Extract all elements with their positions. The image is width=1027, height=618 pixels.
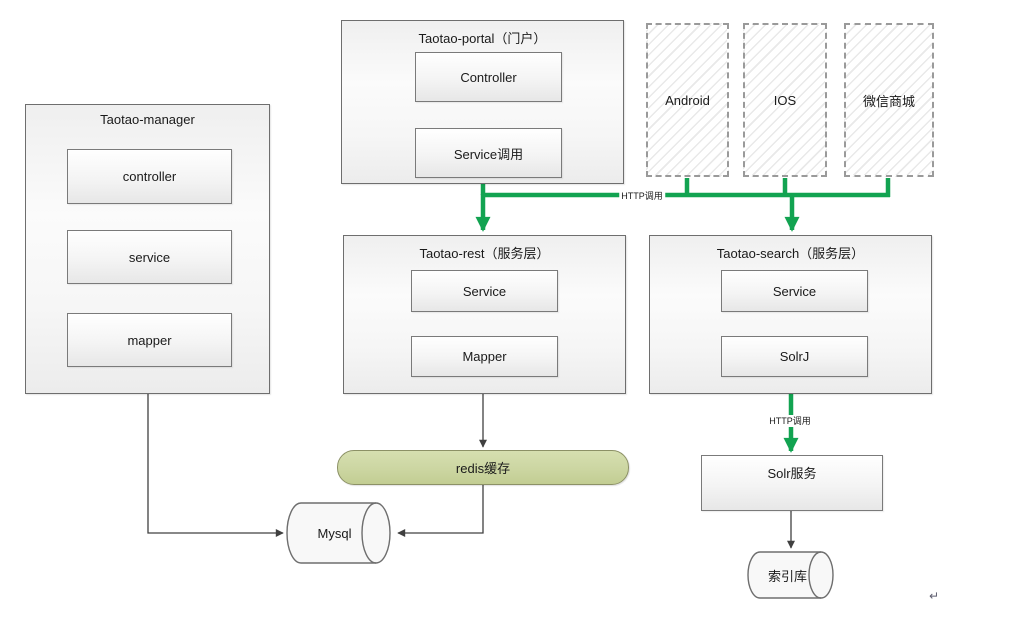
client-android-box: Android	[646, 23, 729, 177]
http-call-label-top: HTTP调用	[619, 190, 665, 202]
client-wechat-box: 微信商城	[844, 23, 934, 177]
rest-mapper-node: Mapper	[411, 336, 558, 377]
client-ios-box: IOS	[743, 23, 827, 177]
rest-title: Taotao-rest（服务层）	[419, 246, 550, 261]
redis-cache-node: redis缓存	[337, 450, 629, 485]
search-service-node: Service	[721, 270, 868, 312]
rest-container: Taotao-rest（服务层） Service Mapper	[343, 235, 626, 394]
solr-service-node: Solr服务	[701, 455, 883, 511]
line-break-mark: ↵	[929, 589, 940, 603]
portal-title: Taotao-portal（门户）	[418, 31, 547, 46]
search-title: Taotao-search（服务层）	[716, 246, 865, 261]
manager-container: Taotao-manager controller service mapper	[25, 104, 270, 394]
rest-service-node: Service	[411, 270, 558, 312]
manager-mapper-node: mapper	[67, 313, 232, 367]
portal-container: Taotao-portal（门户） Controller Service调用	[341, 20, 624, 184]
mysql-cylinder-shape	[286, 502, 391, 564]
portal-controller-node: Controller	[415, 52, 562, 102]
manager-controller-node: controller	[67, 149, 232, 204]
portal-service-call-node: Service调用	[415, 128, 562, 178]
manager-service-node: service	[67, 230, 232, 284]
index-store-label: 索引库	[767, 568, 807, 584]
http-call-label-right: HTTP调用	[767, 415, 813, 427]
search-solrj-node: SolrJ	[721, 336, 868, 377]
mysql-label: Mysql	[317, 525, 352, 541]
index-store-cylinder-shape	[747, 551, 834, 599]
manager-title: Taotao-manager	[100, 112, 195, 127]
search-container: Taotao-search（服务层） Service SolrJ	[649, 235, 932, 394]
